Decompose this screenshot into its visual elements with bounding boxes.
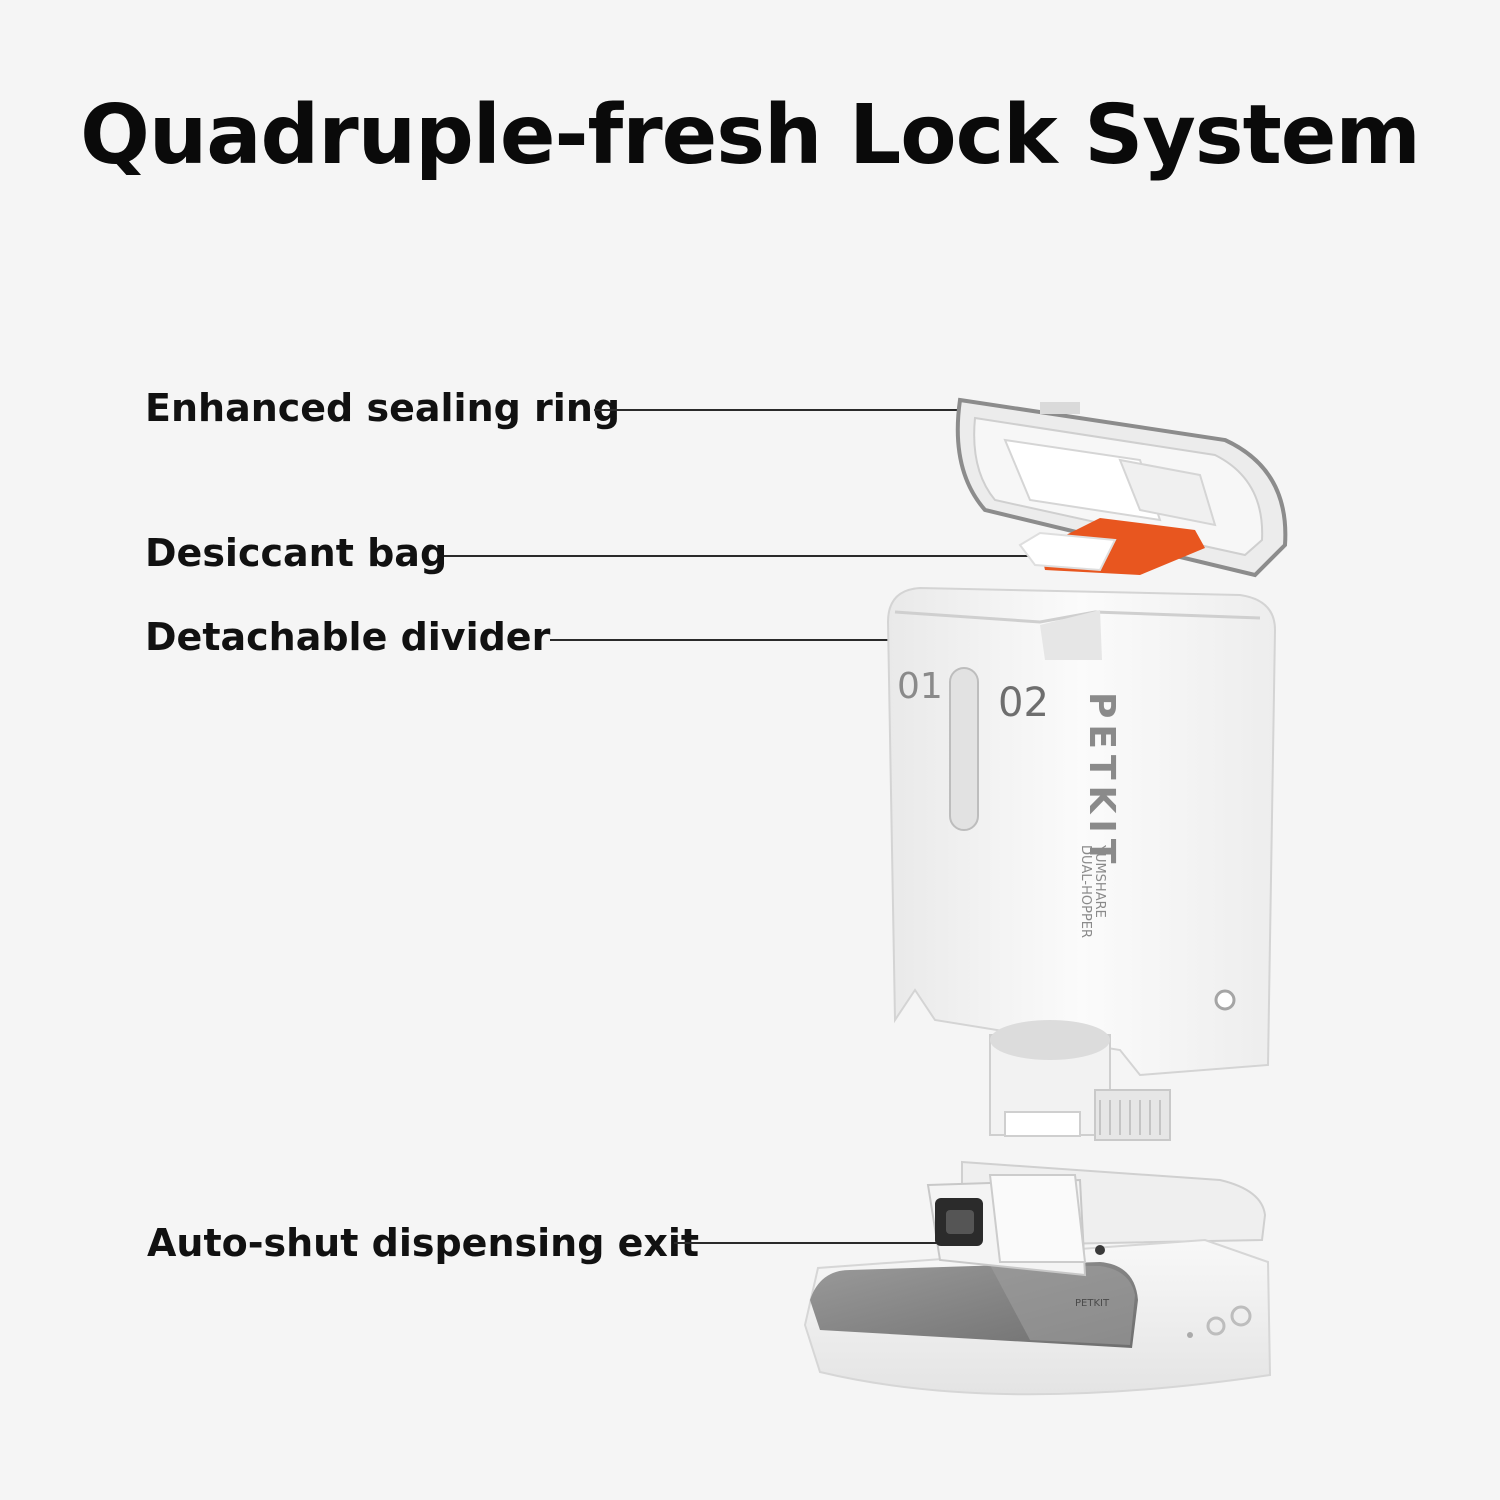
callout-divider: Detachable divider (145, 615, 551, 659)
feeder-base: PETKIT (803, 1160, 1272, 1396)
lid (955, 397, 1288, 578)
bowl-brand-logo: PETKIT (1075, 1298, 1110, 1309)
leader-line-sealing-ring (594, 409, 974, 411)
compartment-1-label: 01 (897, 666, 943, 707)
leader-line-dispensing-exit (674, 1242, 1040, 1244)
brand-logo: PETKIT (1081, 692, 1122, 869)
leader-line-desiccant-bag (444, 555, 1040, 557)
leader-line-divider (550, 639, 1040, 641)
model-name-line1: YUMSHARE (1092, 844, 1107, 918)
hopper: 01 02 PETKIT YUMSHARE DUAL-HOPPER (886, 586, 1277, 1077)
desiccant-bag (1018, 518, 1205, 575)
model-name-line2: DUAL-HOPPER (1078, 845, 1093, 938)
callout-sealing-ring: Enhanced sealing ring (145, 386, 621, 430)
dispensing-auger (989, 1020, 1171, 1141)
callout-dispensing-exit: Auto-shut dispensing exit (147, 1221, 700, 1265)
page-title: Quadruple-fresh Lock System (80, 88, 1421, 183)
callout-desiccant-bag: Desiccant bag (145, 531, 448, 575)
compartment-2-label: 02 (998, 680, 1049, 726)
